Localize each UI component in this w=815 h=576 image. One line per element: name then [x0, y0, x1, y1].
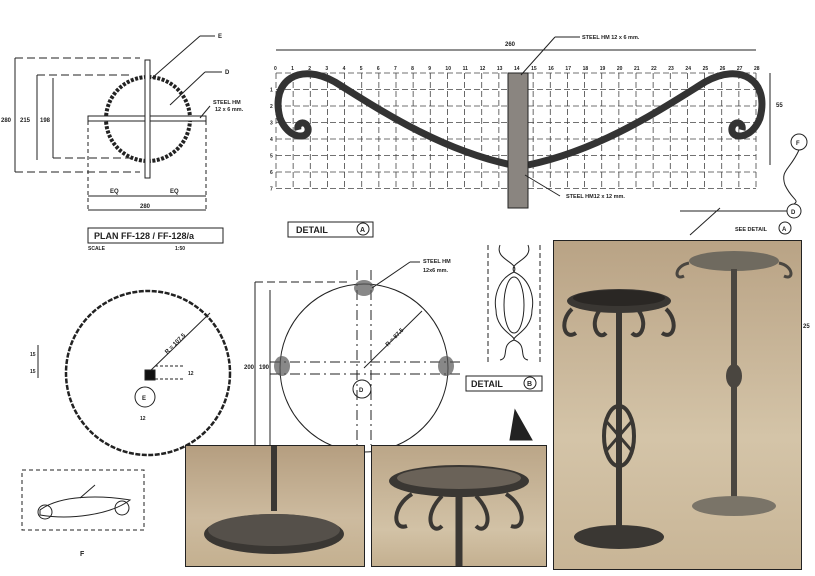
grid-column-label: 6 [377, 66, 380, 72]
grid-column-label: 16 [548, 66, 554, 72]
grid-row-label: 4 [270, 137, 273, 143]
top-ring-label-d: D [359, 388, 364, 394]
plan-label-d: D [225, 70, 230, 76]
grid-column-label: 4 [343, 66, 346, 72]
plan-dim-280-v: 280 [1, 118, 12, 124]
scroll-right [527, 70, 766, 169]
grid-row-label: 1 [270, 88, 273, 94]
grid-column-label: 20 [617, 66, 623, 72]
base-plate-dim-12b: 12 [140, 416, 146, 422]
grid-column-label: 5 [360, 66, 363, 72]
base-plate-dim-15a: 15 [30, 352, 36, 358]
grid-column-label: 19 [600, 66, 606, 72]
grid-column-label: 17 [565, 66, 571, 72]
grid-column-label: 0 [274, 66, 277, 72]
top-ring-steel-line2: 12x6 mm. [423, 268, 449, 274]
plan-label-e: E [218, 34, 222, 40]
detail-a-dim-260: 260 [505, 42, 516, 48]
grid-column-label: 7 [394, 66, 397, 72]
detail-a-view [274, 36, 771, 238]
top-ring-steel-line1: STEEL HM [423, 259, 451, 265]
plan-dim-215: 215 [20, 118, 31, 124]
photo-base-image [204, 446, 344, 554]
plan-view [14, 35, 224, 244]
base-plate-circle [64, 289, 232, 457]
detail-b-callout: B [527, 381, 532, 388]
grid-column-label: 9 [428, 66, 431, 72]
plan-dim-198: 198 [40, 118, 51, 124]
grid-column-label: 15 [531, 66, 537, 72]
plan-dim-eq-left: EQ [110, 189, 119, 195]
grid-row-label: 7 [270, 187, 273, 193]
grid-column-label: 3 [325, 66, 328, 72]
grid-column-label: 24 [685, 66, 691, 72]
see-detail-ref: A [782, 227, 787, 233]
grid-column-label: 13 [497, 66, 503, 72]
grid-row-label: 6 [270, 170, 273, 176]
grid-column-label: 25 [703, 66, 709, 72]
grid-column-label: 26 [720, 66, 726, 72]
grid-column-label: 21 [634, 66, 640, 72]
photo-bowl-image [389, 465, 529, 566]
detail-a-title-box [287, 221, 374, 238]
detail-a-dim-55: 55 [776, 103, 783, 109]
top-ring-view [254, 261, 460, 453]
base-plate-radius: R = 107.5 [164, 332, 187, 355]
grid-column-label: 14 [514, 66, 520, 72]
callout-chain [680, 133, 808, 236]
center-bar [507, 72, 529, 209]
plan-title: PLAN FF-128 / FF-128/a [94, 231, 195, 241]
grid-column-label: 1 [291, 66, 294, 72]
top-ring-radius: R = 87.5 [385, 327, 406, 348]
grid-row-label: 2 [270, 104, 273, 110]
grid-column-label: 12 [480, 66, 486, 72]
grid-column-label: 2 [308, 66, 311, 72]
side-view-sketch [21, 469, 145, 531]
plan-steel-line1: STEEL HM [213, 100, 241, 106]
grid-column-label: 18 [583, 66, 589, 72]
grid-column-label: 11 [463, 66, 469, 72]
base-plate-dim-15b: 15 [30, 369, 36, 375]
photo-stands-image [562, 251, 793, 549]
base-plate-label-e: E [142, 396, 146, 402]
base-plate-square [144, 369, 156, 381]
detail-b-title: DETAIL [471, 379, 503, 389]
base-plate-view [37, 289, 232, 457]
grid-column-label: 8 [411, 66, 414, 72]
callout-f: F [796, 141, 800, 147]
photo-right-dim-25: 25 [803, 324, 810, 330]
top-ring-dim-190: 190 [259, 365, 270, 371]
grid-column-label: 28 [754, 66, 760, 72]
plan-bar-vertical [144, 59, 151, 179]
see-detail-label: SEE DETAIL [735, 227, 768, 233]
grid-column-label: 10 [445, 66, 451, 72]
scroll-left [274, 70, 513, 169]
plan-dim-280-h: 280 [140, 204, 151, 210]
detail-a-title: DETAIL [296, 225, 328, 235]
detail-b-view [465, 244, 543, 441]
detail-b-title-box [465, 375, 543, 392]
callout-d: D [791, 210, 796, 216]
grid-column-label: 23 [668, 66, 674, 72]
base-plate-dim-12a: 12 [188, 371, 194, 377]
grid-row-label: 5 [270, 154, 273, 160]
side-view-label-f: F [80, 551, 85, 558]
plan-scale-value: 1:50 [175, 246, 185, 252]
plan-steel-line2: 12 x 6 mm. [215, 107, 244, 113]
plan-scale-label: SCALE [88, 246, 106, 252]
detail-a-steel-bottom: STEEL HM12 x 12 mm. [566, 194, 625, 200]
grid-column-label: 27 [737, 66, 743, 72]
plan-dim-eq-right: EQ [170, 189, 179, 195]
photo-stands [553, 240, 802, 570]
photo-base-detail [185, 445, 365, 567]
detail-a-steel-top: STEEL HM 12 x 6 mm. [582, 35, 640, 41]
photo-bowl-detail [371, 445, 547, 567]
plan-title-box [87, 227, 224, 244]
grid-column-label: 22 [651, 66, 657, 72]
top-ring-dim-200: 200 [244, 365, 255, 371]
grid-row-label: 3 [270, 121, 273, 127]
detail-a-callout: A [360, 227, 365, 234]
